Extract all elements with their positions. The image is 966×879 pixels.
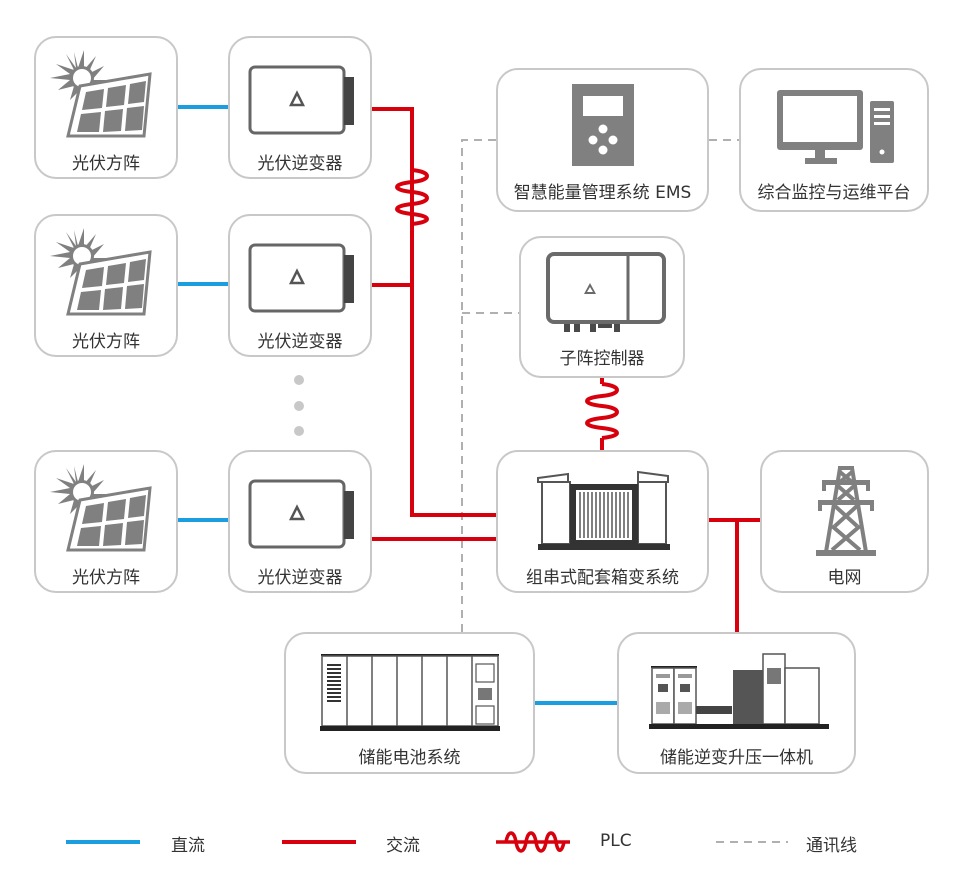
- pv-inverter-label: 光伏逆变器: [257, 568, 343, 588]
- monitoring-platform-label: 综合监控与运维平台: [757, 183, 911, 203]
- pv-array-node-3: 光伏方阵: [34, 450, 178, 593]
- ems-label: 智慧能量管理系统 EMS: [513, 183, 692, 203]
- ellipsis-dot: [294, 401, 304, 411]
- ellipsis-dot: [294, 375, 304, 385]
- pcs-step-up-node: 储能逆变升压一体机: [617, 632, 856, 774]
- legend-swatches: [66, 831, 788, 853]
- battery-cabinet-icon: [320, 654, 500, 731]
- pv-array-label: 光伏方阵: [72, 332, 140, 352]
- pv-array-node-1: 光伏方阵: [34, 36, 178, 179]
- legend-plc-swatch: [496, 831, 570, 853]
- monitoring-platform-node: 综合监控与运维平台: [739, 68, 929, 212]
- pv-inverter-node-1: 光伏逆变器: [228, 36, 372, 179]
- pv-array-label: 光伏方阵: [72, 154, 140, 174]
- grid-label: 电网: [827, 568, 862, 588]
- ac-line-inverter-1: [372, 107, 496, 517]
- box-transformer-icon: [537, 470, 670, 550]
- inverter-icon: [248, 479, 354, 549]
- solar-panel-icon: [50, 50, 152, 138]
- ellipsis-dot: [294, 426, 304, 436]
- solar-panel-icon: [50, 464, 152, 552]
- transmission-tower-icon: [816, 466, 876, 556]
- battery-system-node: 储能电池系统: [284, 632, 535, 774]
- battery-system-label: 储能电池系统: [358, 748, 461, 768]
- subarray-controller-node: 子阵控制器: [519, 236, 685, 378]
- ac-lines: [372, 107, 760, 632]
- pv-inverter-node-3: 光伏逆变器: [228, 450, 372, 593]
- pv-array-label: 光伏方阵: [72, 568, 140, 588]
- subarray-controller-label: 子阵控制器: [559, 349, 645, 369]
- pv-array-node-2: 光伏方阵: [34, 214, 178, 357]
- pcs-step-up-label: 储能逆变升压一体机: [660, 748, 813, 768]
- controller-device-icon: [546, 252, 666, 332]
- legend-ac-label: 交流: [386, 836, 420, 856]
- grid-node: 电网: [760, 450, 929, 593]
- inverter-icon: [248, 243, 354, 313]
- pv-inverter-label: 光伏逆变器: [257, 332, 343, 352]
- legend-dc-label: 直流: [171, 836, 205, 856]
- pv-inverter-node-2: 光伏逆变器: [228, 214, 372, 357]
- legend-plc-label: PLC: [600, 831, 632, 851]
- plc-coil-controller: [585, 378, 619, 450]
- pcs-step-up-icon: [649, 653, 829, 729]
- solar-panel-icon: [50, 228, 152, 316]
- box-transformer-label: 组串式配套箱变系统: [526, 568, 679, 588]
- pv-inverter-label: 光伏逆变器: [257, 154, 343, 174]
- legend-comm-label: 通讯线: [806, 836, 857, 856]
- ems-node: 智慧能量管理系统 EMS: [496, 68, 709, 212]
- box-transformer-node: 组串式配套箱变系统: [496, 450, 709, 593]
- ems-controller-icon: [572, 84, 634, 166]
- inverter-icon: [248, 65, 354, 135]
- comm-lines: [461, 139, 739, 632]
- computer-icon: [777, 90, 894, 164]
- plc-coil-inverters: [395, 168, 429, 226]
- comm-line-main: [461, 139, 496, 632]
